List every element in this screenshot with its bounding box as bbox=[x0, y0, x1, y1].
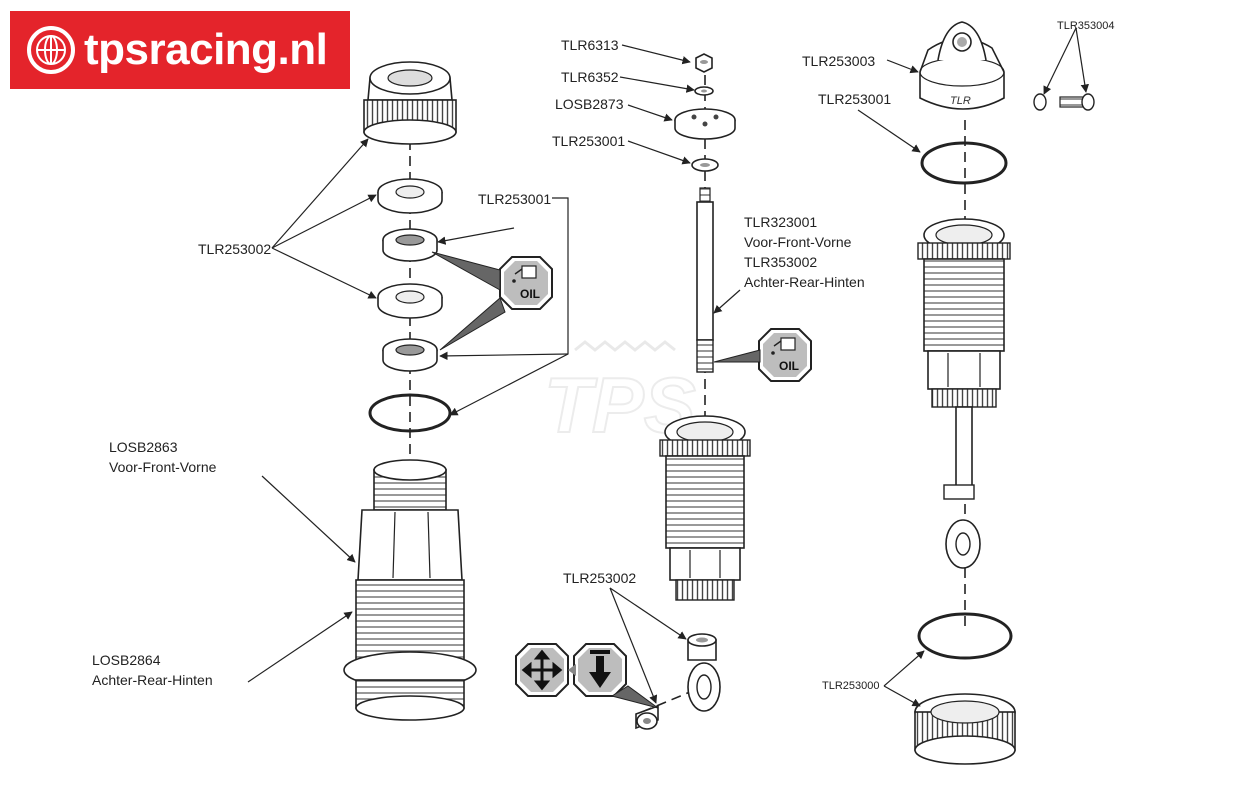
label-losb2863-group: LOSB2863 Voor-Front-Vorne bbox=[109, 437, 216, 477]
mid-small-washer[interactable] bbox=[694, 86, 714, 96]
label-voor-front-vorne-1: Voor-Front-Vorne bbox=[744, 234, 852, 250]
label-tlr253003: TLR253003 bbox=[802, 53, 876, 69]
oil-badge-left: OIL bbox=[499, 256, 553, 310]
oil-wedges bbox=[431, 251, 761, 709]
label-losb2864-group: LOSB2864 Achter-Rear-Hinten bbox=[92, 650, 213, 690]
label-losb2863: LOSB2863 bbox=[109, 439, 178, 455]
label-tlr253002-mid: TLR253002 bbox=[563, 570, 637, 586]
label-tlr6352: TLR6352 bbox=[561, 69, 619, 85]
oil-bottle-icon bbox=[771, 337, 796, 355]
label-losb2864: LOSB2864 bbox=[92, 652, 161, 668]
mid-shock-shaft[interactable] bbox=[696, 187, 714, 373]
label-tlr253001-mid: TLR253001 bbox=[552, 133, 626, 149]
label-achter-rear-hinten-2: Achter-Rear-Hinten bbox=[92, 672, 213, 688]
label-tlr323001: TLR323001 bbox=[744, 214, 818, 230]
badge-connector bbox=[568, 664, 576, 676]
label-tlr253001-right: TLR253001 bbox=[818, 91, 892, 107]
right-oring-bottom[interactable] bbox=[917, 612, 1013, 660]
label-tlr353004: TLR353004 bbox=[1057, 20, 1115, 32]
oil-label: OIL bbox=[779, 359, 799, 373]
label-tlr353002: TLR353002 bbox=[744, 254, 818, 270]
mid-rod-end[interactable] bbox=[687, 633, 721, 712]
label-tlr253001-left: TLR253001 bbox=[478, 191, 552, 207]
press-badge bbox=[573, 643, 627, 697]
right-oring-top[interactable] bbox=[920, 141, 1008, 185]
brand-logo[interactable]: tpsracing.nl bbox=[10, 11, 350, 89]
left-washer-2[interactable] bbox=[377, 283, 443, 319]
label-tlr253000: TLR253000 bbox=[822, 680, 880, 692]
label-tlr253002-left: TLR253002 bbox=[198, 241, 272, 257]
left-oring-seal-1[interactable] bbox=[382, 228, 438, 262]
move-arrows-icon bbox=[521, 649, 563, 691]
label-voor-front-vorne-2: Voor-Front-Vorne bbox=[109, 459, 217, 475]
label-achter-rear-hinten-1: Achter-Rear-Hinten bbox=[744, 274, 865, 290]
mid-ball-bushing[interactable] bbox=[635, 704, 659, 730]
mid-locknut[interactable] bbox=[695, 53, 713, 73]
brand-name: tpsracing.nl bbox=[84, 25, 328, 74]
right-cap-screw[interactable] bbox=[1033, 93, 1095, 111]
right-shock-cap[interactable]: TLR bbox=[919, 21, 1005, 110]
globe-icon bbox=[27, 26, 75, 74]
left-shock-cap[interactable] bbox=[363, 61, 457, 145]
oil-bottle-icon bbox=[512, 265, 537, 283]
left-shock-body[interactable] bbox=[343, 459, 477, 721]
label-tlr323001-group: TLR323001 Voor-Front-Vorne TLR353002 Ach… bbox=[744, 212, 865, 292]
leader-lines bbox=[247, 27, 1089, 707]
mid-shock-body[interactable] bbox=[659, 415, 751, 601]
move-badge bbox=[515, 643, 569, 697]
oil-label: OIL bbox=[520, 287, 540, 301]
label-losb2873: LOSB2873 bbox=[555, 96, 624, 112]
mid-oring-small[interactable] bbox=[691, 158, 719, 172]
right-shock-body[interactable] bbox=[917, 218, 1011, 569]
mid-piston[interactable] bbox=[674, 108, 736, 140]
left-washer-1[interactable] bbox=[377, 178, 443, 214]
svg-text:TLR: TLR bbox=[950, 95, 971, 107]
left-oring-seal-2[interactable] bbox=[382, 338, 438, 372]
right-collar-nut[interactable] bbox=[914, 693, 1016, 765]
oil-badge-mid: OIL bbox=[758, 328, 812, 382]
label-tlr6313: TLR6313 bbox=[561, 37, 619, 53]
press-down-icon bbox=[589, 650, 611, 688]
